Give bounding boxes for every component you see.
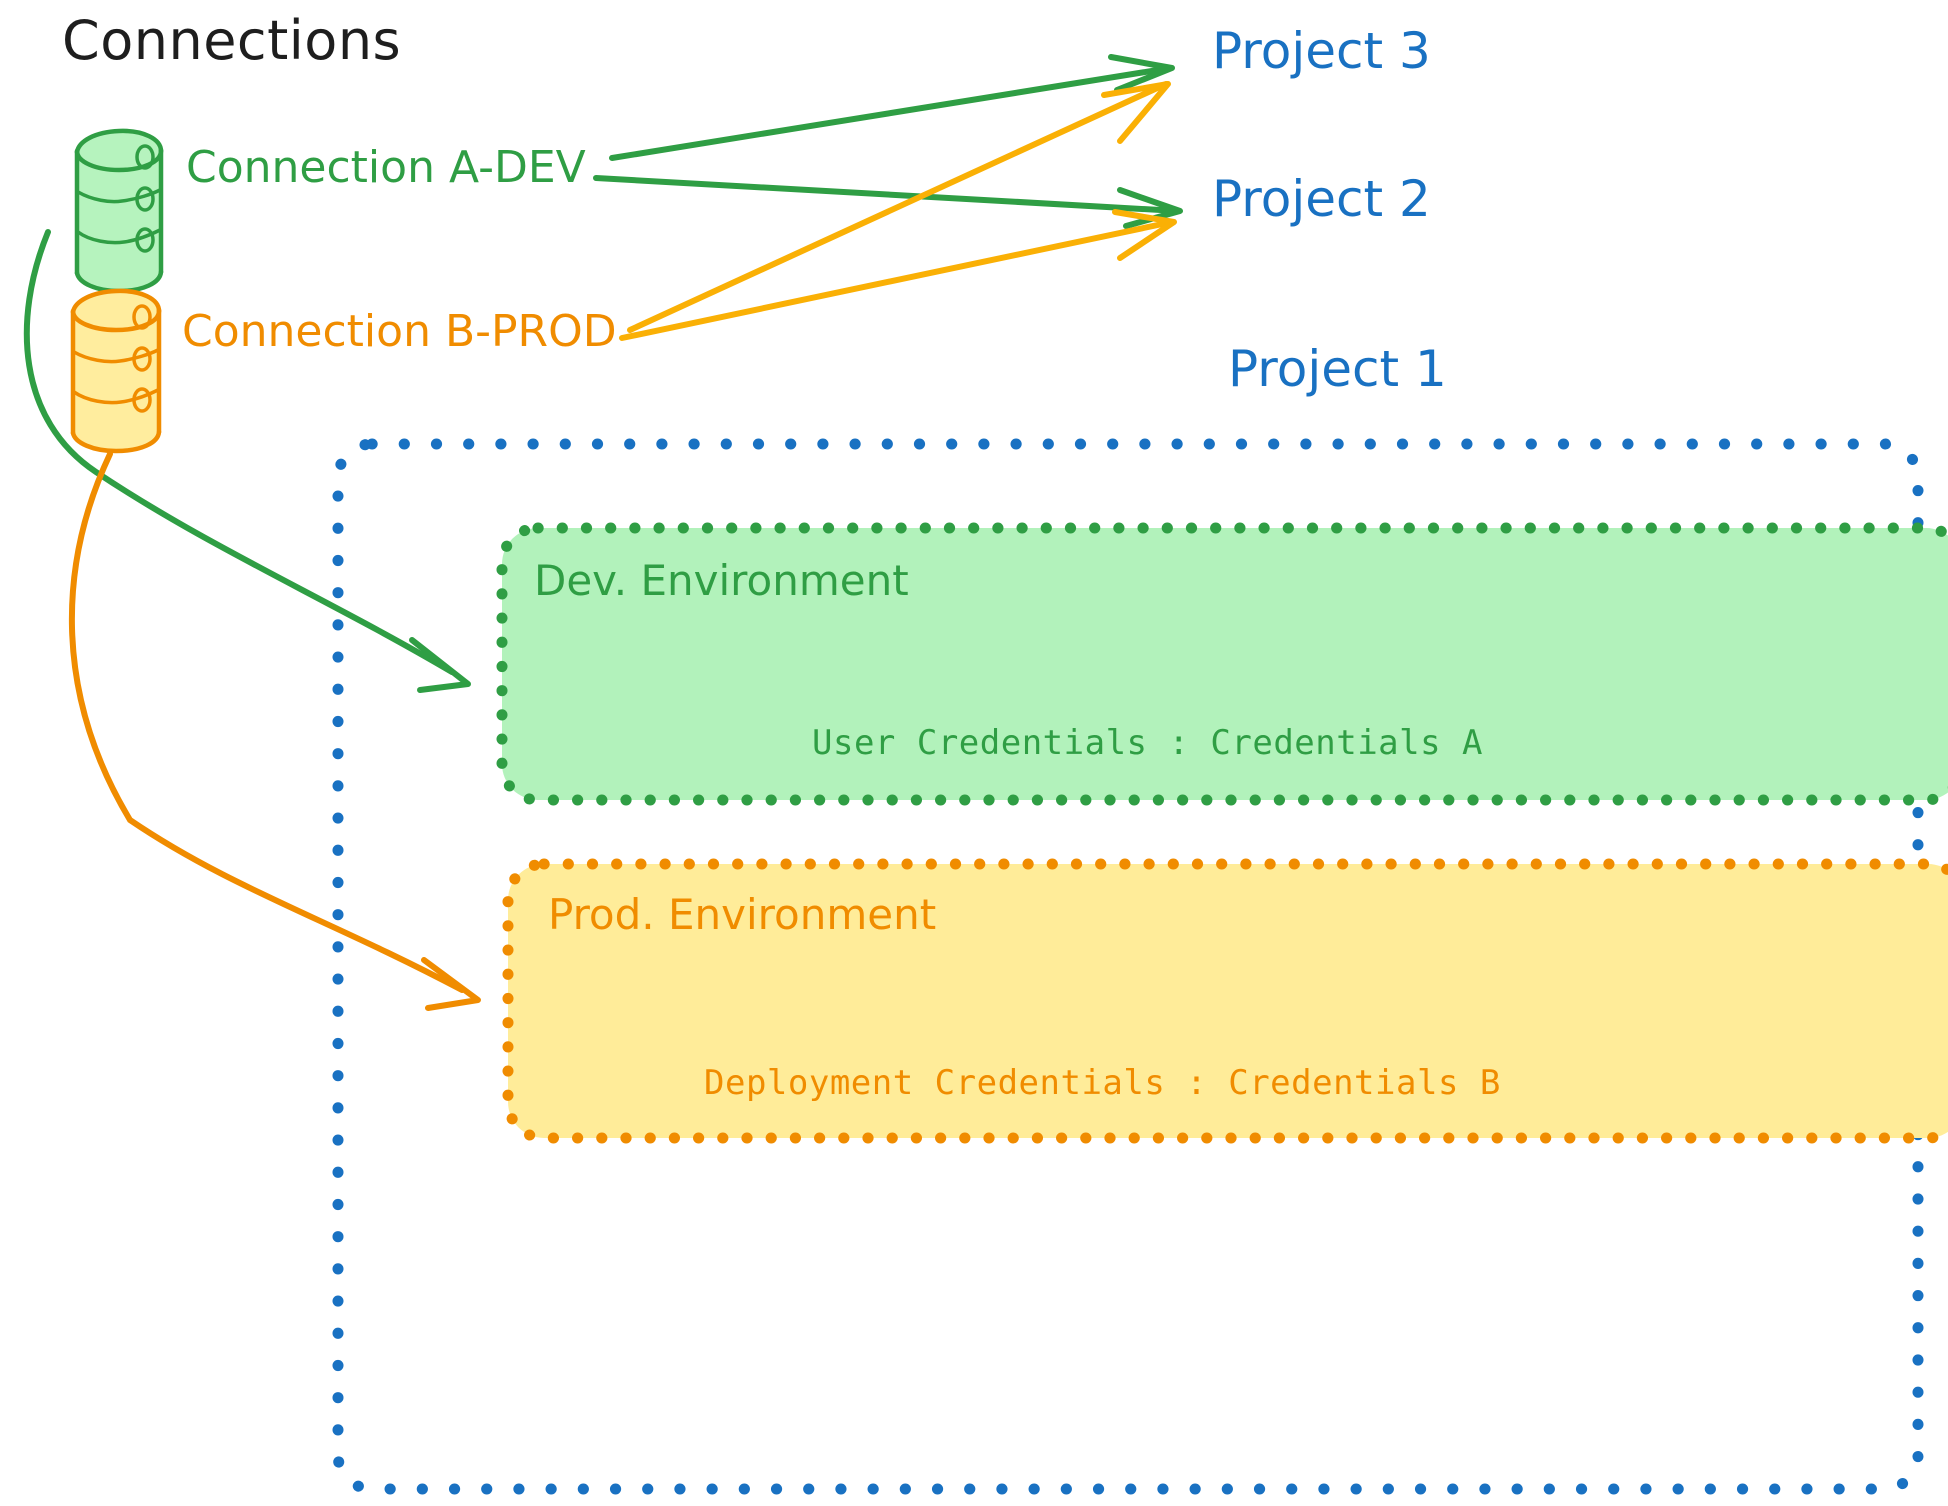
dev-environment-credentials: User Credentials : Credentials A [812,723,1484,763]
page-title: Connections [62,9,402,72]
project-2-label[interactable]: Project 2 [1212,170,1431,228]
project-1-label[interactable]: Project 1 [1228,340,1447,398]
database-cylinder-icon-orange[interactable] [70,288,162,454]
prod-environment-credentials: Deployment Credentials : Credentials B [704,1063,1501,1103]
arrow-conn-a-to-project-2 [593,175,1183,229]
project-1-container-border [332,438,1924,1495]
prod-environment-title: Prod. Environment [548,890,937,939]
dev-environment-box[interactable] [496,522,1948,806]
arrow-conn-b-to-prod-environment [69,451,481,1011]
arrow-conn-a-to-project-3 [609,54,1175,161]
arrow-conn-b-to-project-3 [627,81,1171,333]
prod-environment-box[interactable] [502,858,1948,1144]
arrow-conn-a-to-dev-environment [23,229,471,693]
connection-a-dev-label[interactable]: Connection A-DEV [186,142,586,193]
arrow-conn-b-to-project-2 [619,209,1177,341]
project-3-label[interactable]: Project 3 [1212,22,1431,80]
dev-environment-title: Dev. Environment [534,556,909,605]
connection-b-prod-label[interactable]: Connection B-PROD [182,306,617,357]
database-cylinder-icon-green[interactable] [74,128,164,294]
